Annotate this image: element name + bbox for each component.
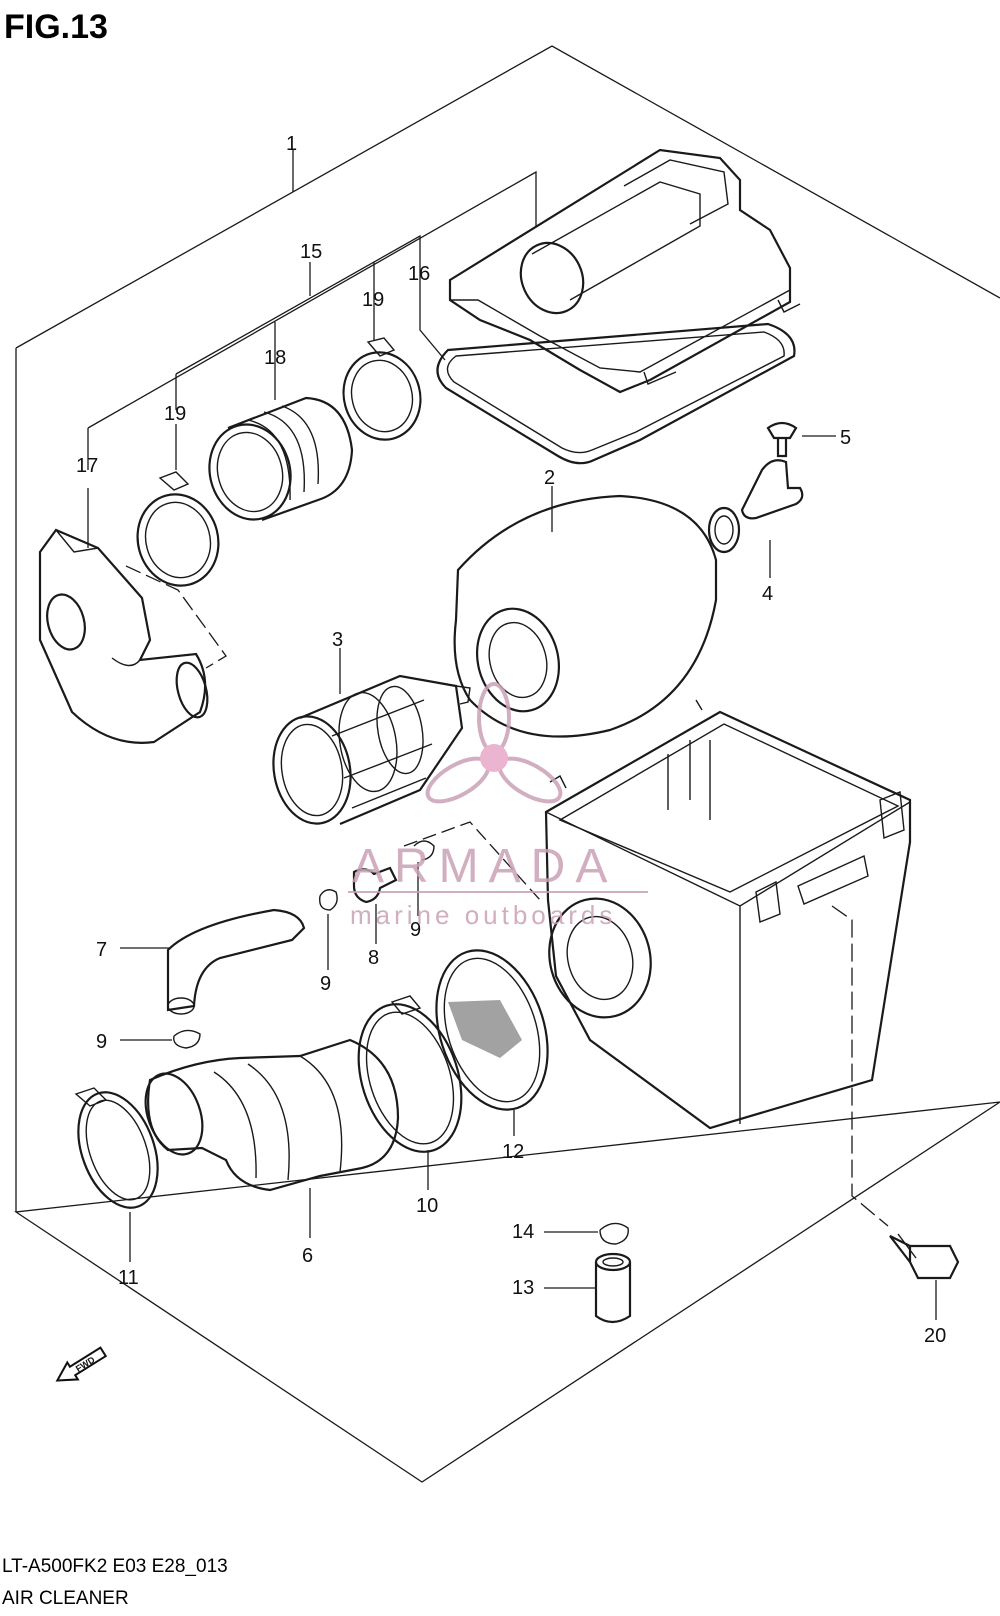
part-4-breather bbox=[740, 459, 804, 520]
figure-caption: AIR CLEANER bbox=[2, 1588, 129, 1609]
part-2-filter bbox=[453, 494, 718, 738]
dash-link-9-case bbox=[403, 821, 541, 901]
part-8-fitting bbox=[352, 866, 398, 904]
group-bracket-1 bbox=[87, 150, 537, 429]
callout-19-left: 19 bbox=[164, 403, 186, 425]
callout-10: 10 bbox=[416, 1195, 438, 1217]
propeller-logo-icon bbox=[425, 682, 563, 804]
part-20-bolt bbox=[889, 1233, 960, 1280]
callout-1: 1 bbox=[286, 133, 297, 155]
callout-5: 5 bbox=[840, 427, 851, 449]
callout-2: 2 bbox=[544, 467, 555, 489]
watermark-tagline: marine outboards bbox=[350, 900, 616, 930]
part-19-clamp-upper bbox=[342, 351, 422, 441]
callout-19-top: 19 bbox=[362, 289, 384, 311]
part-10-clamp bbox=[357, 1003, 463, 1153]
part-11-clamp bbox=[77, 1091, 159, 1209]
part-12-screen bbox=[435, 949, 549, 1111]
group-bracket-16 bbox=[419, 262, 446, 361]
callout-7: 7 bbox=[96, 939, 107, 961]
part-14-clip bbox=[599, 1222, 629, 1245]
callout-16: 16 bbox=[408, 263, 430, 285]
callout-11: 11 bbox=[118, 1267, 139, 1289]
callout-9-lower: 9 bbox=[96, 1031, 107, 1053]
part-13-tube bbox=[594, 1252, 632, 1324]
callout-6: 6 bbox=[302, 1245, 313, 1267]
part-9-clip-mid bbox=[319, 889, 338, 911]
callout-14: 14 bbox=[512, 1221, 534, 1243]
watermark-brand: ARMADA bbox=[352, 840, 617, 893]
part-1-cover bbox=[448, 148, 792, 394]
part-9-clip-upper bbox=[413, 840, 435, 861]
part-17-intake-duct bbox=[38, 528, 209, 744]
part-18-bellows bbox=[208, 396, 354, 522]
callout-8: 8 bbox=[368, 947, 379, 969]
dash-link-17-19 bbox=[125, 565, 227, 669]
part-9-clip-lower bbox=[173, 1029, 201, 1049]
callout-3: 3 bbox=[332, 629, 343, 651]
dash-link-20-case bbox=[831, 905, 889, 1227]
part-7-hose bbox=[166, 908, 306, 1012]
callout-9-mid: 9 bbox=[320, 973, 331, 995]
callout-12: 12 bbox=[502, 1141, 524, 1163]
fwd-arrow-icon: FWD bbox=[55, 1346, 108, 1382]
figure-title: FIG.13 bbox=[4, 8, 108, 46]
callout-9-upper: 9 bbox=[410, 919, 421, 941]
part-5-screw bbox=[766, 421, 798, 458]
callout-13: 13 bbox=[512, 1277, 534, 1299]
part-6-intake-boot bbox=[144, 1038, 400, 1192]
callout-4: 4 bbox=[762, 583, 773, 605]
part-19-clamp-lower bbox=[136, 493, 220, 587]
part-15-case bbox=[544, 699, 912, 1130]
callout-20: 20 bbox=[924, 1325, 946, 1347]
part-3-cage bbox=[272, 674, 471, 826]
callout-17: 17 bbox=[76, 455, 98, 477]
part-16-gasket bbox=[436, 322, 796, 465]
group-bracket-15 bbox=[175, 234, 421, 375]
callout-15: 15 bbox=[300, 241, 322, 263]
model-code: LT-A500FK2 E03 E28_013 bbox=[2, 1556, 228, 1577]
watermark: ARMADA marine outboards bbox=[348, 682, 648, 930]
assembly-frame bbox=[14, 45, 1000, 1483]
callout-18: 18 bbox=[264, 347, 286, 369]
